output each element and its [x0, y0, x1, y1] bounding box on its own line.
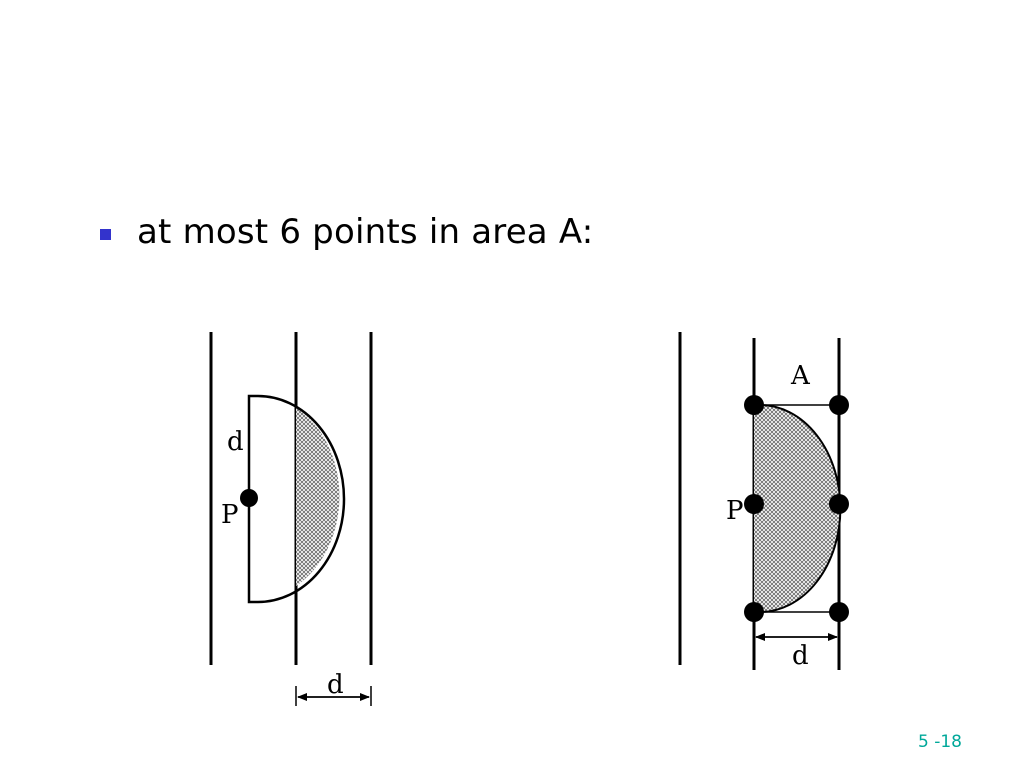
right-diagram: A P d	[678, 332, 849, 671]
bullet-text: at most 6 points in area A:	[137, 212, 594, 252]
left-hatched-region	[296, 407, 340, 586]
right-point-bottom-right	[829, 602, 849, 622]
right-label-d-width: d	[792, 641, 809, 671]
bullet-square-icon	[100, 228, 111, 240]
bullet-item: at most 6 points in area A:	[100, 212, 593, 252]
right-label-a: A	[790, 361, 811, 391]
left-label-p: P	[221, 500, 239, 530]
right-hatched-half-disc	[754, 405, 841, 612]
right-point-bottom-left	[744, 602, 764, 622]
left-label-d-radius: d	[227, 427, 244, 457]
right-point-middle-left	[744, 494, 764, 514]
left-half-disc	[247, 394, 346, 604]
page-number: 5 -18	[918, 732, 962, 752]
right-point-top-left	[744, 395, 764, 415]
left-label-d-width: d	[327, 670, 344, 700]
left-diagram: d P d	[209, 332, 373, 706]
left-point-p	[240, 489, 258, 507]
right-label-p: P	[726, 496, 744, 526]
right-point-middle-right	[829, 494, 849, 514]
right-point-top-right	[829, 395, 849, 415]
